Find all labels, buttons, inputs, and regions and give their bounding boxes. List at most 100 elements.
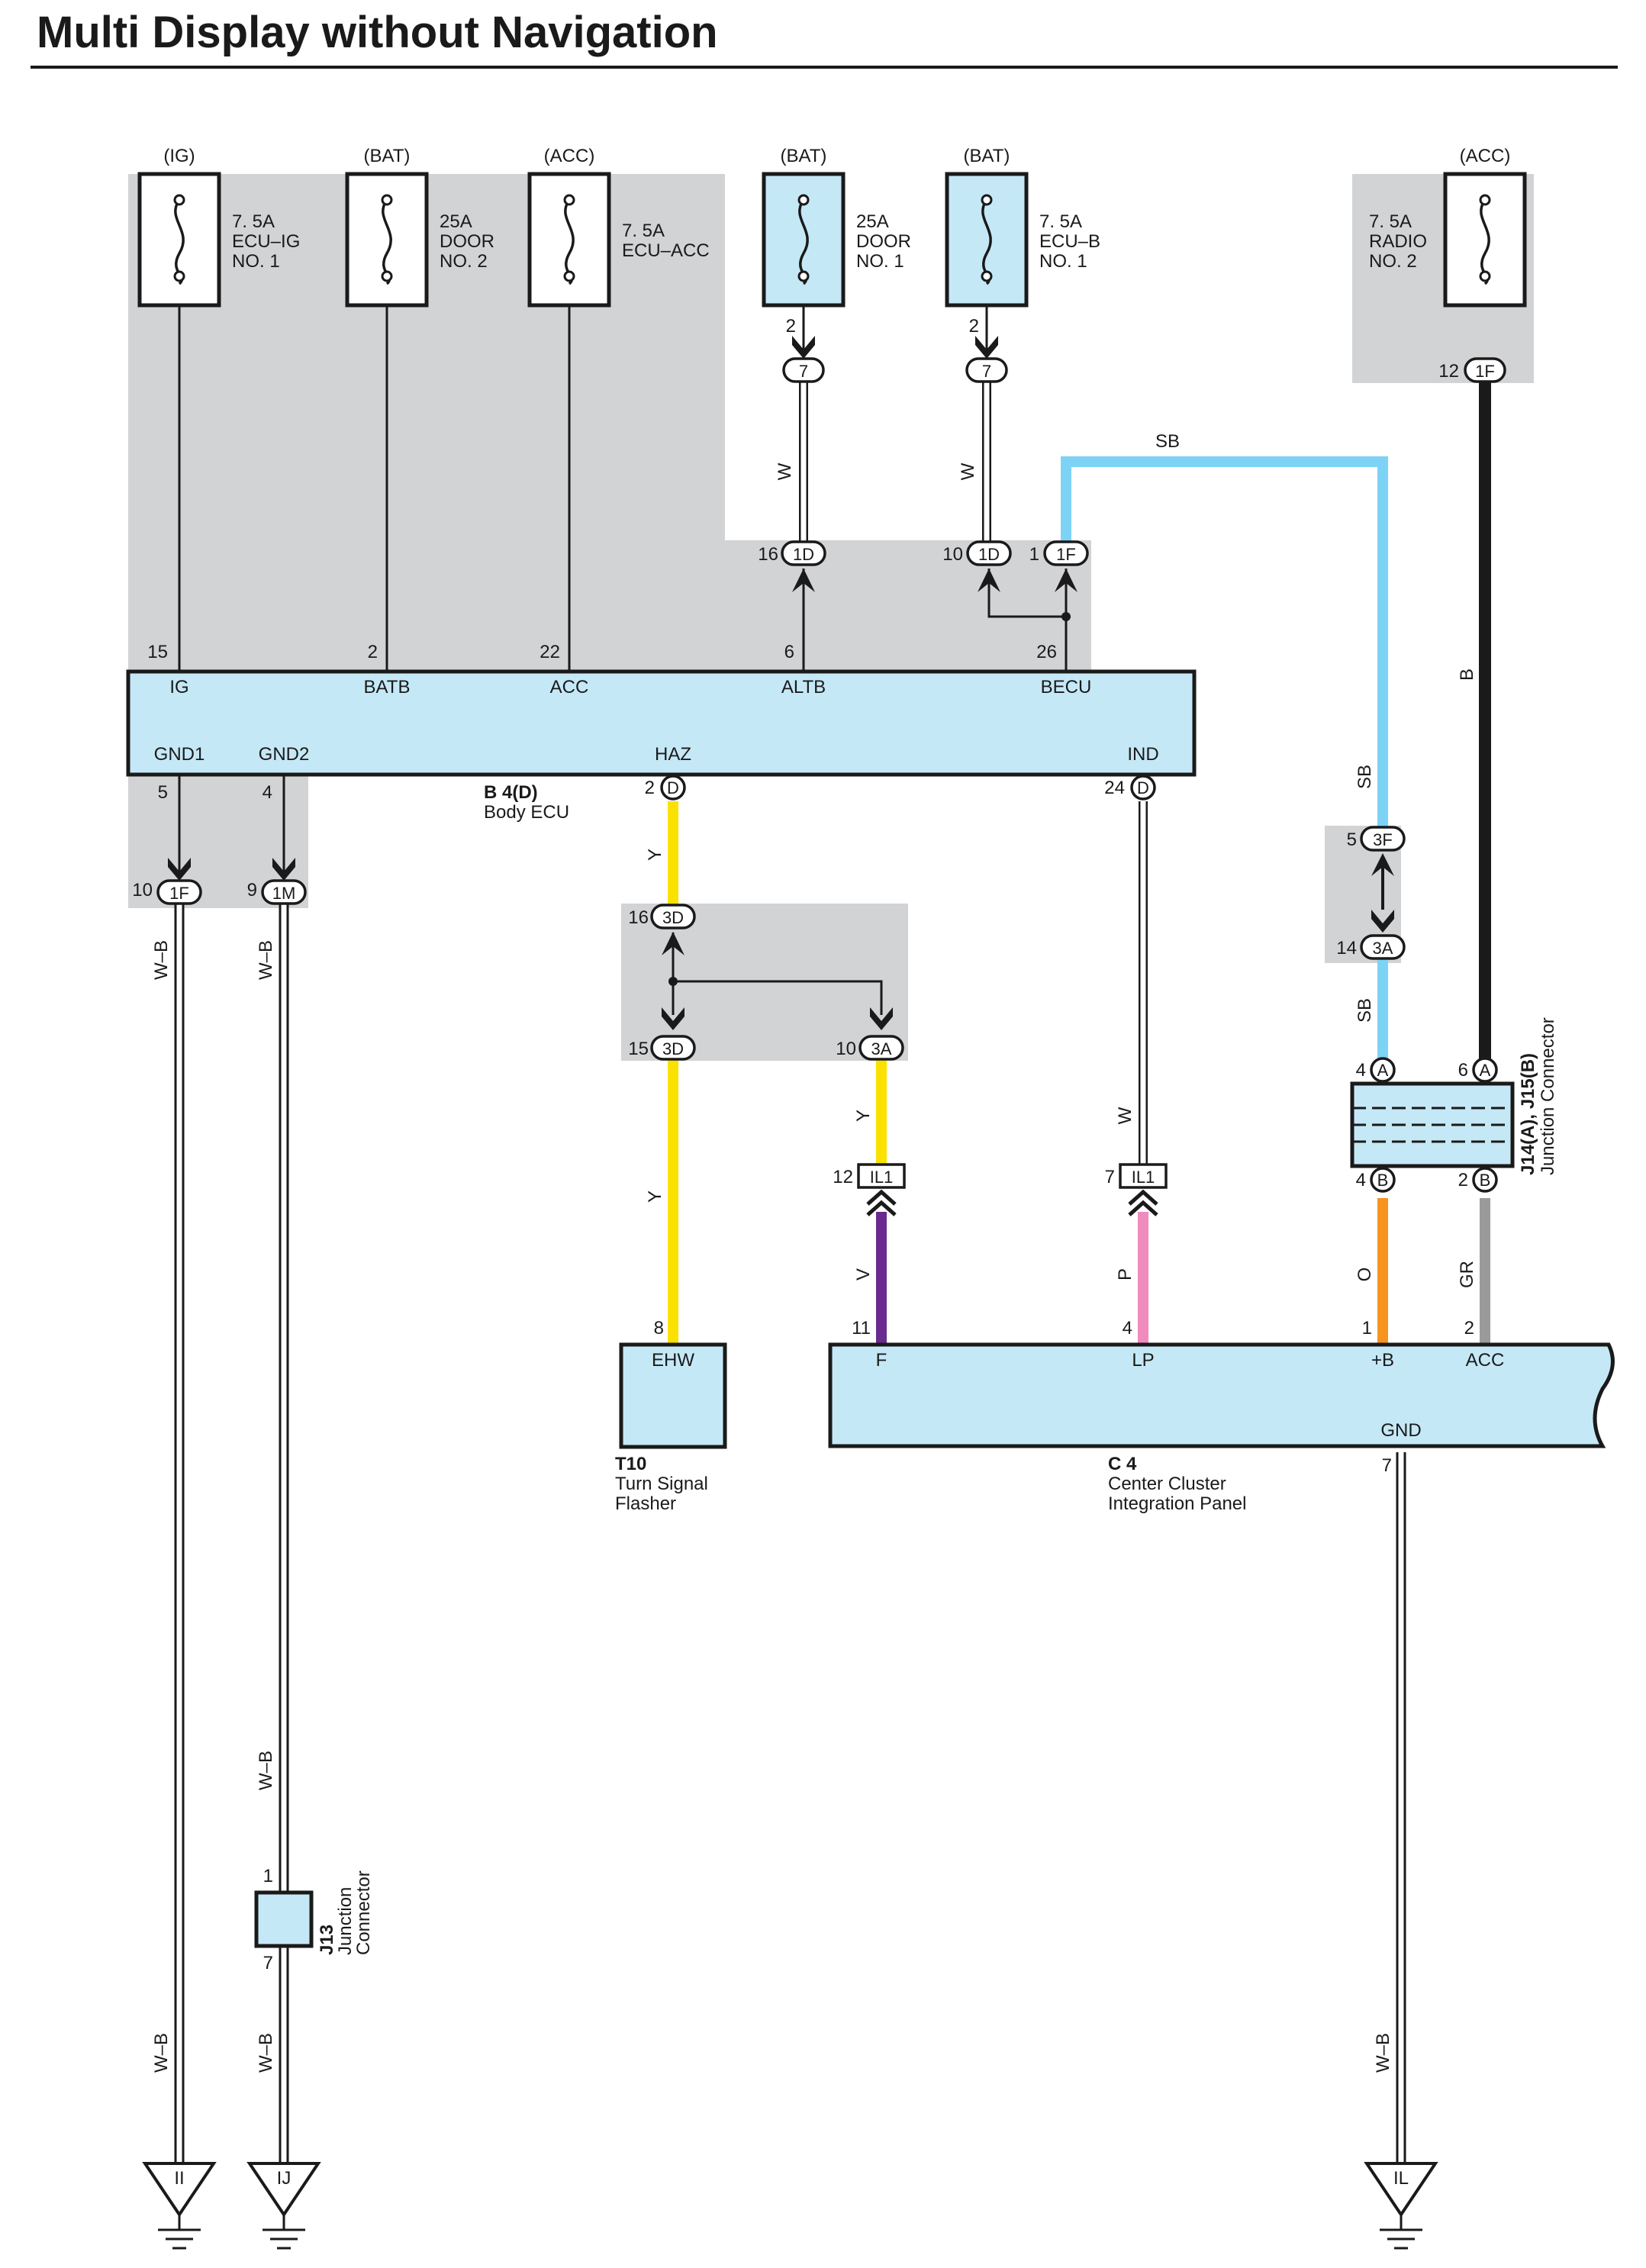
svg-text:1: 1 <box>1029 544 1039 565</box>
connector-3a-14: 14 3A <box>1336 910 1406 960</box>
svg-text:3A: 3A <box>871 1039 892 1058</box>
svg-text:NO. 1: NO. 1 <box>1039 251 1087 272</box>
connector-1f-10: 10 1F <box>132 858 202 905</box>
svg-text:(IG): (IG) <box>163 146 195 166</box>
svg-text:EHW: EHW <box>652 1350 694 1371</box>
svg-text:6: 6 <box>1458 1060 1468 1081</box>
svg-text:ECU–IG: ECU–IG <box>232 231 300 252</box>
svg-text:4: 4 <box>263 782 272 803</box>
svg-text:J13: J13 <box>317 1925 337 1955</box>
svg-text:7: 7 <box>1105 1167 1115 1187</box>
fuse-radio-no2: (ACC) 7. 5A RADIO NO. 2 <box>1369 146 1527 308</box>
svg-text:DOOR: DOOR <box>856 231 911 252</box>
svg-text:4: 4 <box>1356 1170 1366 1190</box>
svg-text:7. 5A: 7. 5A <box>1369 211 1412 232</box>
svg-text:ECU–ACC: ECU–ACC <box>622 240 710 261</box>
ground-ij: IJ <box>246 2162 321 2250</box>
svg-text:8: 8 <box>654 1318 664 1339</box>
svg-text:22: 22 <box>540 642 560 662</box>
wire-label-wb1: W–B <box>151 940 172 980</box>
wire-label-y2: Y <box>645 1190 665 1203</box>
svg-text:1: 1 <box>263 1866 273 1886</box>
svg-text:7: 7 <box>799 362 808 381</box>
wire-label-gr: GR <box>1457 1261 1477 1288</box>
svg-text:NO. 2: NO. 2 <box>440 251 488 272</box>
wire-label-wb5: W–B <box>256 2033 276 2073</box>
svg-text:7: 7 <box>263 1953 273 1973</box>
svg-text:1F: 1F <box>169 884 189 903</box>
wire-label-o: O <box>1354 1268 1375 1282</box>
svg-text:+B: +B <box>1371 1350 1394 1371</box>
svg-text:B 4(D): B 4(D) <box>484 782 538 803</box>
svg-text:Flasher: Flasher <box>615 1493 676 1514</box>
svg-text:12: 12 <box>1438 361 1459 382</box>
svg-text:4: 4 <box>1123 1318 1132 1339</box>
svg-text:24: 24 <box>1104 778 1125 798</box>
svg-text:NO. 1: NO. 1 <box>232 251 280 272</box>
svg-text:10: 10 <box>836 1039 856 1059</box>
wire-label-wb2: W–B <box>256 940 276 980</box>
svg-text:ACC: ACC <box>1466 1350 1505 1371</box>
svg-text:RADIO: RADIO <box>1369 231 1427 252</box>
wire-label-wb4: W–B <box>151 2033 172 2073</box>
svg-text:10: 10 <box>132 880 153 900</box>
fuse-ecu-b: (BAT) 7. 5A ECU–B NO. 1 <box>945 146 1100 308</box>
svg-text:2: 2 <box>1464 1318 1474 1339</box>
svg-text:ACC: ACC <box>550 677 589 697</box>
svg-text:NO. 1: NO. 1 <box>856 251 904 272</box>
svg-text:DOOR: DOOR <box>440 231 494 252</box>
svg-text:BATB: BATB <box>364 677 411 697</box>
svg-text:3F: 3F <box>1373 830 1393 849</box>
svg-text:D: D <box>1137 778 1149 797</box>
splice-dot <box>1061 612 1071 621</box>
svg-text:7. 5A: 7. 5A <box>232 211 275 232</box>
svg-text:Junction Connector: Junction Connector <box>1538 1017 1558 1175</box>
junction-connector-j14-j15: 4 A 6 A 4 B 2 B J14(A), J15(B) Junction … <box>1350 1017 1558 1193</box>
svg-text:IG: IG <box>169 677 188 697</box>
connector-3d-15: 15 3D <box>628 1007 696 1061</box>
svg-text:GND: GND <box>1380 1420 1421 1441</box>
wire-label-sb1: SB <box>1354 765 1375 789</box>
svg-text:LP: LP <box>1132 1350 1154 1371</box>
ground-ii: II <box>142 2162 217 2250</box>
svg-text:T10: T10 <box>615 1454 646 1474</box>
svg-text:Turn Signal: Turn Signal <box>615 1474 708 1494</box>
svg-text:2: 2 <box>969 316 979 337</box>
svg-text:2: 2 <box>786 316 796 337</box>
connector-7-ecub: 2 7 <box>965 316 1008 383</box>
connector-7-door1: 2 7 <box>782 316 825 383</box>
svg-text:A: A <box>1377 1061 1389 1080</box>
svg-text:10: 10 <box>942 544 963 565</box>
svg-text:IJ: IJ <box>277 2168 292 2189</box>
fuse-door-no1: (BAT) 25A DOOR NO. 1 <box>762 146 911 308</box>
svg-text:4: 4 <box>1356 1060 1366 1081</box>
svg-text:F: F <box>876 1350 887 1371</box>
fuse-ecu-ig: (IG) 7. 5A ECU–IG NO. 1 <box>137 146 300 308</box>
svg-text:9: 9 <box>247 880 257 900</box>
svg-text:11: 11 <box>852 1318 871 1339</box>
svg-text:25A: 25A <box>440 211 472 232</box>
svg-text:12: 12 <box>833 1167 853 1187</box>
svg-text:BECU: BECU <box>1041 677 1092 697</box>
svg-text:7. 5A: 7. 5A <box>622 221 665 241</box>
svg-text:Integration Panel: Integration Panel <box>1108 1493 1246 1514</box>
svg-text:3D: 3D <box>662 908 684 927</box>
connector-1d-16: 16 1D <box>758 540 826 592</box>
svg-text:2: 2 <box>645 778 655 798</box>
svg-text:25A: 25A <box>856 211 889 232</box>
connector-3f-5: 5 3F <box>1347 826 1406 910</box>
wire-label-w3: W <box>1115 1107 1135 1124</box>
svg-text:3D: 3D <box>662 1039 684 1058</box>
wire-label-b: B <box>1457 668 1477 681</box>
svg-text:GND2: GND2 <box>259 744 310 765</box>
svg-text:(BAT): (BAT) <box>781 146 827 166</box>
svg-text:26: 26 <box>1036 642 1057 662</box>
svg-text:7: 7 <box>1382 1455 1392 1476</box>
svg-text:1D: 1D <box>978 545 1000 564</box>
junction-connector-j13: 1 7 J13 Junction Connector <box>254 1866 374 1973</box>
svg-text:1: 1 <box>1362 1318 1372 1339</box>
wire-label-v: V <box>853 1268 874 1281</box>
wire-label-y1: Y <box>645 849 665 861</box>
svg-text:16: 16 <box>628 907 649 928</box>
